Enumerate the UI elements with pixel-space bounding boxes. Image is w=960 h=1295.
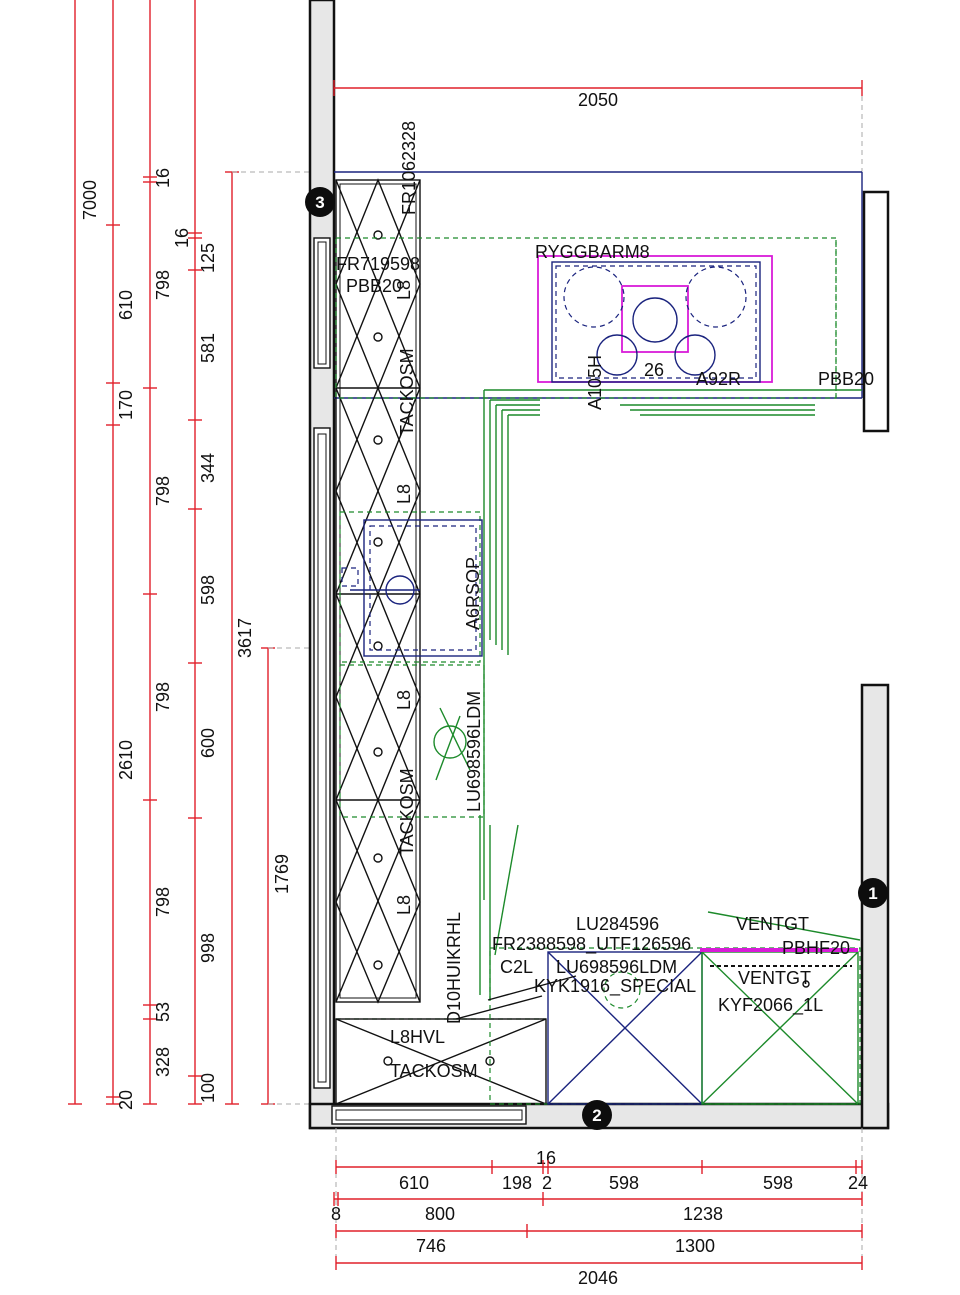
dim-610-bottom: 610 [399,1173,429,1193]
dim-2: 2 [542,1173,552,1193]
dim-798-c: 798 [153,682,173,712]
dim-16-bottom: 16 [536,1148,556,1168]
dim-100: 100 [198,1073,218,1103]
bottom-cabinet-run [335,947,861,1105]
svg-text:3: 3 [315,193,324,212]
left-dimension-chains: 7000 610 170 2610 20 16 798 798 798 798 … [68,0,312,1110]
label-kyf2066: KYF2066_1L [718,995,823,1016]
label-tackosm-a: TACKOSM [397,348,417,436]
label-ventgt-a: VENTGT [736,914,809,934]
label-d10huikrhl: D10HUIKRHL [444,912,464,1024]
label-l8hvl: L8HVL [390,1027,445,1047]
label-a92r: A92R [696,369,741,389]
label-ventgt-b: VENTGT [738,968,811,988]
label-tackosm-b: TACKOSM [397,768,417,856]
dim-2046: 2046 [578,1268,618,1288]
dim-53: 53 [153,1002,173,1022]
marker-2: 2 [582,1100,612,1130]
label-pbb20-right: PBB20 [818,369,874,389]
hob-area [537,255,773,383]
label-kyk1916: KYK1916_SPECIAL [534,976,696,997]
bottom-dimension-chains: 16 610 198 2 598 598 24 8 800 1238 746 1… [331,1128,868,1288]
dim-125: 125 [198,243,218,273]
dim-16-b: 16 [172,228,192,248]
label-pbb20-left: PBB20 [346,276,402,296]
component-labels: FR1062328 FR719598 PBB20 L8 TACKOSM L8 A… [336,121,874,1081]
dim-1769: 1769 [272,854,292,894]
dim-16-a: 16 [153,168,173,188]
dim-800: 800 [425,1204,455,1224]
bottom-window [331,1105,527,1125]
left-window-lower [313,427,331,1089]
dim-798-d: 798 [153,887,173,917]
label-ryggbarm8: RYGGBARM8 [535,242,650,262]
label-26: 26 [644,360,664,380]
marker-1: 1 [858,878,888,908]
label-fr719598: FR719598 [336,254,420,274]
label-lu284596: LU284596 [576,914,659,934]
dim-1300: 1300 [675,1236,715,1256]
dim-7000: 7000 [80,180,100,220]
dim-1238: 1238 [683,1204,723,1224]
label-lu698596ldm-horizontal: LU698596LDM [556,957,677,977]
dim-2610: 2610 [116,740,136,780]
dim-998: 998 [198,933,218,963]
dim-598-bottom-b: 598 [763,1173,793,1193]
label-pbhf20: PBHF20 [782,938,850,958]
svg-text:2: 2 [592,1106,601,1125]
dishwasher-symbol [433,707,471,781]
label-tackosm-c: TACKOSM [390,1061,478,1081]
marker-3: 3 [305,187,335,217]
dim-170: 170 [116,390,136,420]
hob-inner [551,261,761,383]
sink [341,519,483,657]
dim-3617: 3617 [235,618,255,658]
top-dimension: 2050 [333,80,863,192]
label-c2l: C2L [500,957,533,977]
dim-20: 20 [116,1090,136,1110]
label-fr2388598: FR2388598_UTF126596 [492,934,691,955]
dim-746: 746 [416,1236,446,1256]
dim-598-bottom-a: 598 [609,1173,639,1193]
right-wall-stub [862,190,890,433]
label-l8-c: L8 [394,690,414,710]
left-window-upper [313,237,331,369]
label-lu698596ldm-vertical: LU698596LDM [464,691,484,812]
label-a6rsop: A6RSOP [463,557,483,630]
label-l8-d: L8 [394,895,414,915]
dim-8: 8 [331,1204,341,1224]
dim-344: 344 [198,453,218,483]
dim-328: 328 [153,1047,173,1077]
dim-2050: 2050 [578,90,618,110]
dim-598: 598 [198,575,218,605]
dim-798-a: 798 [153,270,173,300]
dim-24: 24 [848,1173,868,1193]
label-l8-a: L8 [394,280,414,300]
svg-text:1: 1 [868,884,877,903]
dim-198: 198 [502,1173,532,1193]
label-a105h: A105H [585,355,605,410]
dim-581: 581 [198,333,218,363]
label-l8-b: L8 [394,484,414,504]
dim-798-b: 798 [153,476,173,506]
dim-600: 600 [198,728,218,758]
dim-610: 610 [116,290,136,320]
label-fr1062328: FR1062328 [399,121,419,215]
